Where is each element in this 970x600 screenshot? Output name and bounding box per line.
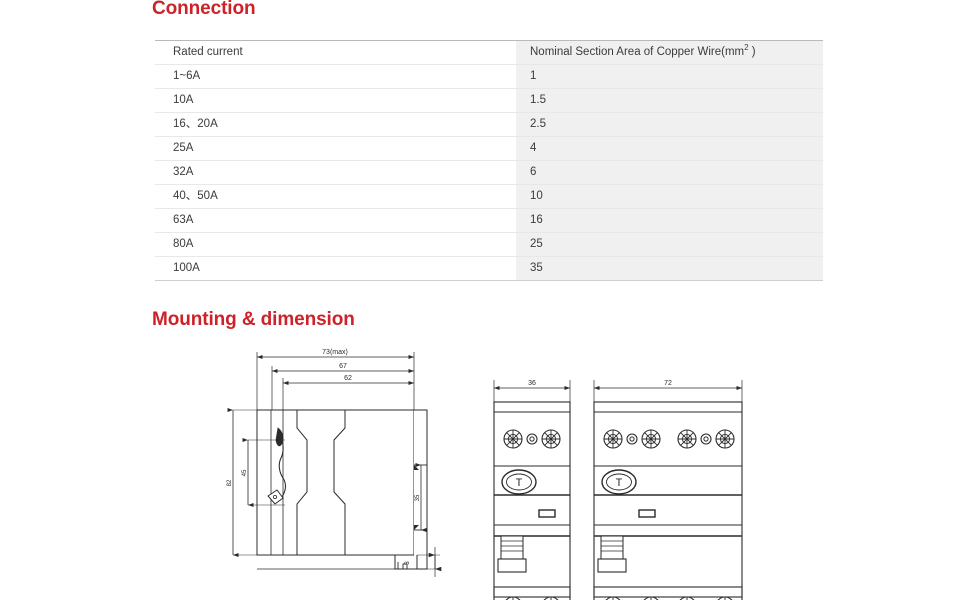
cell-section-area: 4 xyxy=(516,136,823,161)
table-header-row: Rated current Nominal Section Area of Co… xyxy=(155,40,823,65)
table-header: Rated current Nominal Section Area of Co… xyxy=(155,40,823,65)
side-view-height-dimension: 82 xyxy=(227,408,257,557)
cell-section-area: 10 xyxy=(516,184,823,209)
cell-rated-current: 1~6A xyxy=(155,64,516,89)
table-row: 100A 35 xyxy=(155,256,823,281)
cell-section-area: 1.5 xyxy=(516,88,823,113)
front-view-2p-width-dimension: 36 xyxy=(493,380,571,402)
page-title-mounting: Mounting & dimension xyxy=(152,309,355,330)
table-body: 1~6A 1 10A 1.5 16、20A 2.5 25A 4 32A 6 40… xyxy=(155,64,823,281)
cell-rated-current: 100A xyxy=(155,256,516,281)
dim-label-height-inner: 45 xyxy=(242,469,248,476)
cell-section-area: 1 xyxy=(516,64,823,89)
status-indicator-window xyxy=(638,509,656,518)
side-view-inner-height-dimension: 45 xyxy=(242,438,285,507)
side-view-body-profile xyxy=(256,409,428,570)
dim-label-front-2p-width: 36 xyxy=(528,380,536,387)
terminal-screw-icon xyxy=(541,429,561,449)
table-row: 40、50A 10 xyxy=(155,184,823,209)
table-row: 25A 4 xyxy=(155,136,823,161)
terminal-hole-icon xyxy=(626,433,638,445)
terminal-screw-icon xyxy=(603,429,623,449)
cell-section-area: 2.5 xyxy=(516,112,823,137)
table-row: 1~6A 1 xyxy=(155,64,823,89)
table-row: 10A 1.5 xyxy=(155,88,823,113)
column-header-section-area: Nominal Section Area of Copper Wire(mm2 … xyxy=(516,40,823,65)
front-view-2p-drawing: 36 T xyxy=(493,380,571,600)
terminal-hole-icon xyxy=(526,433,538,445)
terminal-screw-icon xyxy=(677,429,697,449)
column-header-section-area-text: Nominal Section Area of Copper Wire(mm xyxy=(530,46,745,58)
terminal-screw-icon xyxy=(715,429,735,449)
column-header-superscript: 2 xyxy=(744,43,749,53)
page-title-connection: Connection xyxy=(152,0,256,19)
cell-rated-current: 16、20A xyxy=(155,112,516,137)
test-button-label: T xyxy=(516,477,523,489)
column-header-suffix: ) xyxy=(748,46,756,58)
cell-rated-current: 40、50A xyxy=(155,184,516,209)
cell-section-area: 35 xyxy=(516,256,823,281)
dimension-drawings-svg: 73(max) 67 62 xyxy=(227,349,743,600)
terminal-screw-icon xyxy=(503,429,523,449)
table-row: 63A 16 xyxy=(155,208,823,233)
test-button-label: T xyxy=(616,477,623,489)
column-header-rated-current: Rated current xyxy=(155,40,516,65)
side-view-top-dimensions: 73(max) 67 62 xyxy=(256,349,415,410)
cell-section-area: 16 xyxy=(516,208,823,233)
front-view-4p-drawing: 72 T xyxy=(593,380,743,600)
toggle-lever[interactable] xyxy=(497,535,527,573)
dim-label-rail-height: 35 xyxy=(415,494,421,501)
dim-label-width-max: 73(max) xyxy=(322,349,348,356)
test-button[interactable]: T xyxy=(501,469,537,495)
cell-rated-current: 25A xyxy=(155,136,516,161)
table-row: 32A 6 xyxy=(155,160,823,185)
dim-label-width-mid: 67 xyxy=(339,363,347,370)
dim-label-width-inner: 62 xyxy=(344,375,352,382)
side-view-drawing: 73(max) 67 62 xyxy=(227,349,442,577)
toggle-lever[interactable] xyxy=(597,535,627,573)
cell-rated-current: 63A xyxy=(155,208,516,233)
front-view-4p-width-dimension: 72 xyxy=(593,380,743,402)
side-view-foot-dimension: 3 xyxy=(405,547,442,577)
status-indicator-window xyxy=(538,509,556,518)
cell-section-area: 6 xyxy=(516,160,823,185)
terminal-hole-icon xyxy=(700,433,712,445)
table-row: 16、20A 2.5 xyxy=(155,112,823,137)
table-row: 80A 25 xyxy=(155,232,823,257)
side-view-rail-height-dimension: 35 xyxy=(415,463,427,532)
connection-table: Rated current Nominal Section Area of Co… xyxy=(155,40,823,281)
test-button[interactable]: T xyxy=(601,469,637,495)
cell-rated-current: 10A xyxy=(155,88,516,113)
dim-label-front-4p-width: 72 xyxy=(664,380,672,387)
cell-rated-current: 32A xyxy=(155,160,516,185)
terminal-screw-icon xyxy=(641,429,661,449)
cell-section-area: 25 xyxy=(516,232,823,257)
dim-label-height-total: 82 xyxy=(227,479,233,486)
dimension-drawings: 73(max) 67 62 xyxy=(0,340,970,600)
dim-label-foot-thickness: 3 xyxy=(405,561,411,565)
cell-rated-current: 80A xyxy=(155,232,516,257)
